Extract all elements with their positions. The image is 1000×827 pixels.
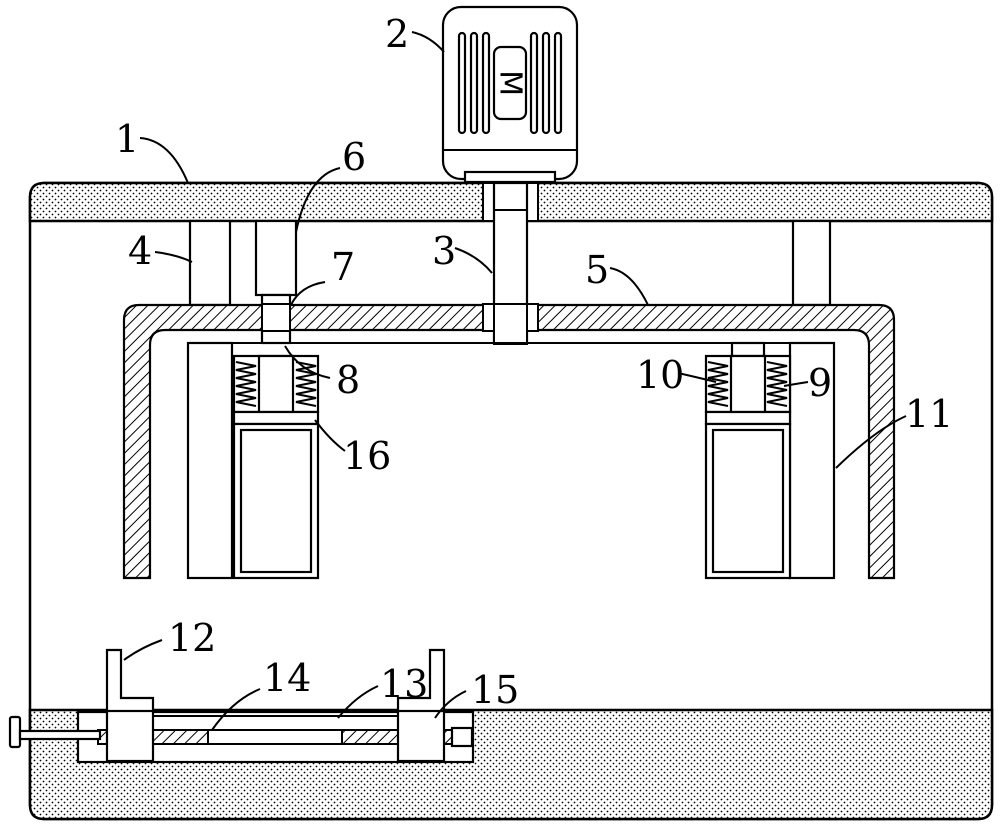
label-nut-block: 14 [263,656,311,700]
label-inner-frame: 5 [585,248,609,292]
clamp-right-block [398,711,444,761]
label-press-block: 16 [343,434,391,478]
label-clamp-left: 12 [168,616,216,660]
label-shaft: 3 [432,229,456,273]
support-post-right [793,221,830,305]
label-support-post: 4 [128,229,152,273]
label-housing: 1 [115,117,139,161]
motor: M [443,7,577,182]
label-clamp-right: 15 [471,668,519,712]
label-guide-rod: 10 [636,353,684,397]
cylinder [256,221,296,295]
press-assembly-right [706,343,790,578]
support-post-left [190,221,230,305]
handle-knob [10,717,20,747]
nut-block [152,716,398,730]
press-assembly-left [234,356,318,578]
label-cylinder: 6 [342,135,366,179]
label-spring-left: 8 [336,358,360,402]
label-motor: 2 [385,12,409,56]
label-screw-rod: 13 [380,662,428,706]
motor-label: M [493,70,528,96]
label-piston-rod: 7 [331,245,355,289]
handle-shaft [20,731,100,739]
label-side-plate: 11 [905,392,953,436]
clamp-left-block [107,711,153,761]
guide-rod [731,356,765,412]
label-spring-right: 9 [808,361,832,405]
side-plate-left [188,343,232,578]
